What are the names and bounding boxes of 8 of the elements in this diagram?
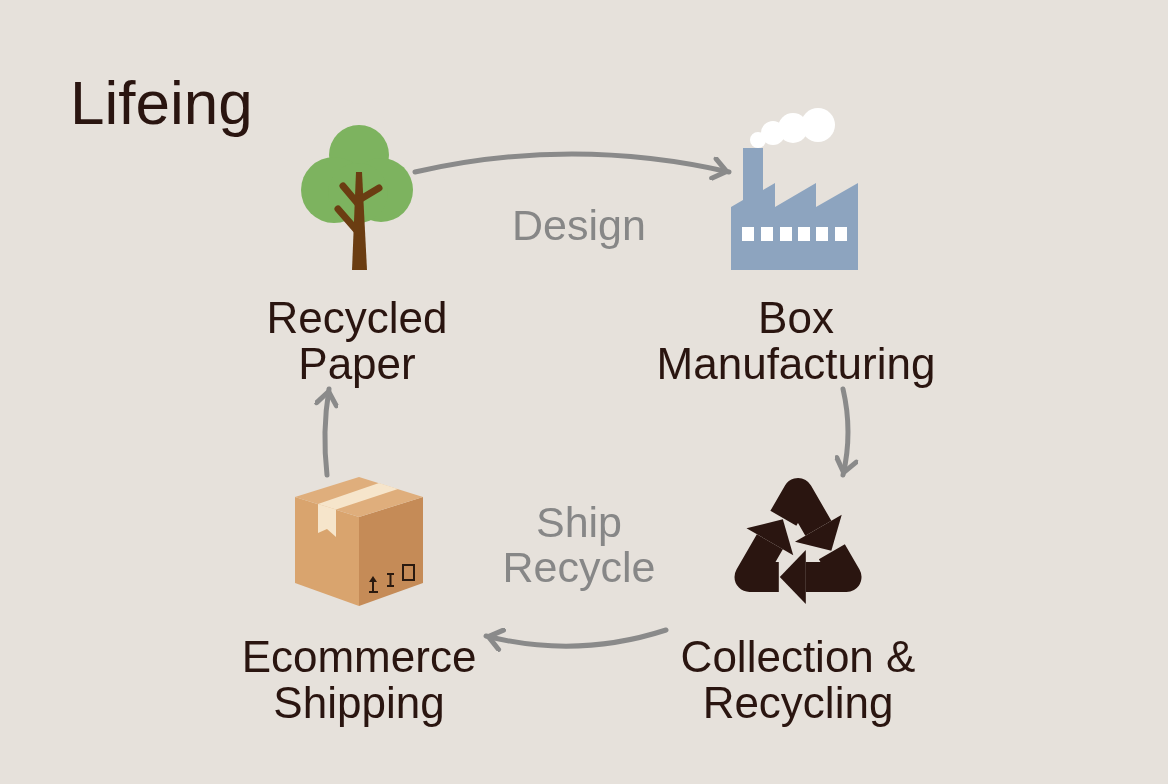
- step-label: Recycled Paper: [265, 295, 449, 387]
- arrow: [314, 386, 340, 478]
- arrow: [412, 151, 732, 182]
- arrow: [833, 386, 859, 478]
- step-label: Box Manufacturing: [655, 295, 937, 387]
- step-label: Ecommerce Shipping: [240, 634, 478, 726]
- arrow: [483, 627, 669, 652]
- step-label: Collection & Recycling: [679, 634, 917, 726]
